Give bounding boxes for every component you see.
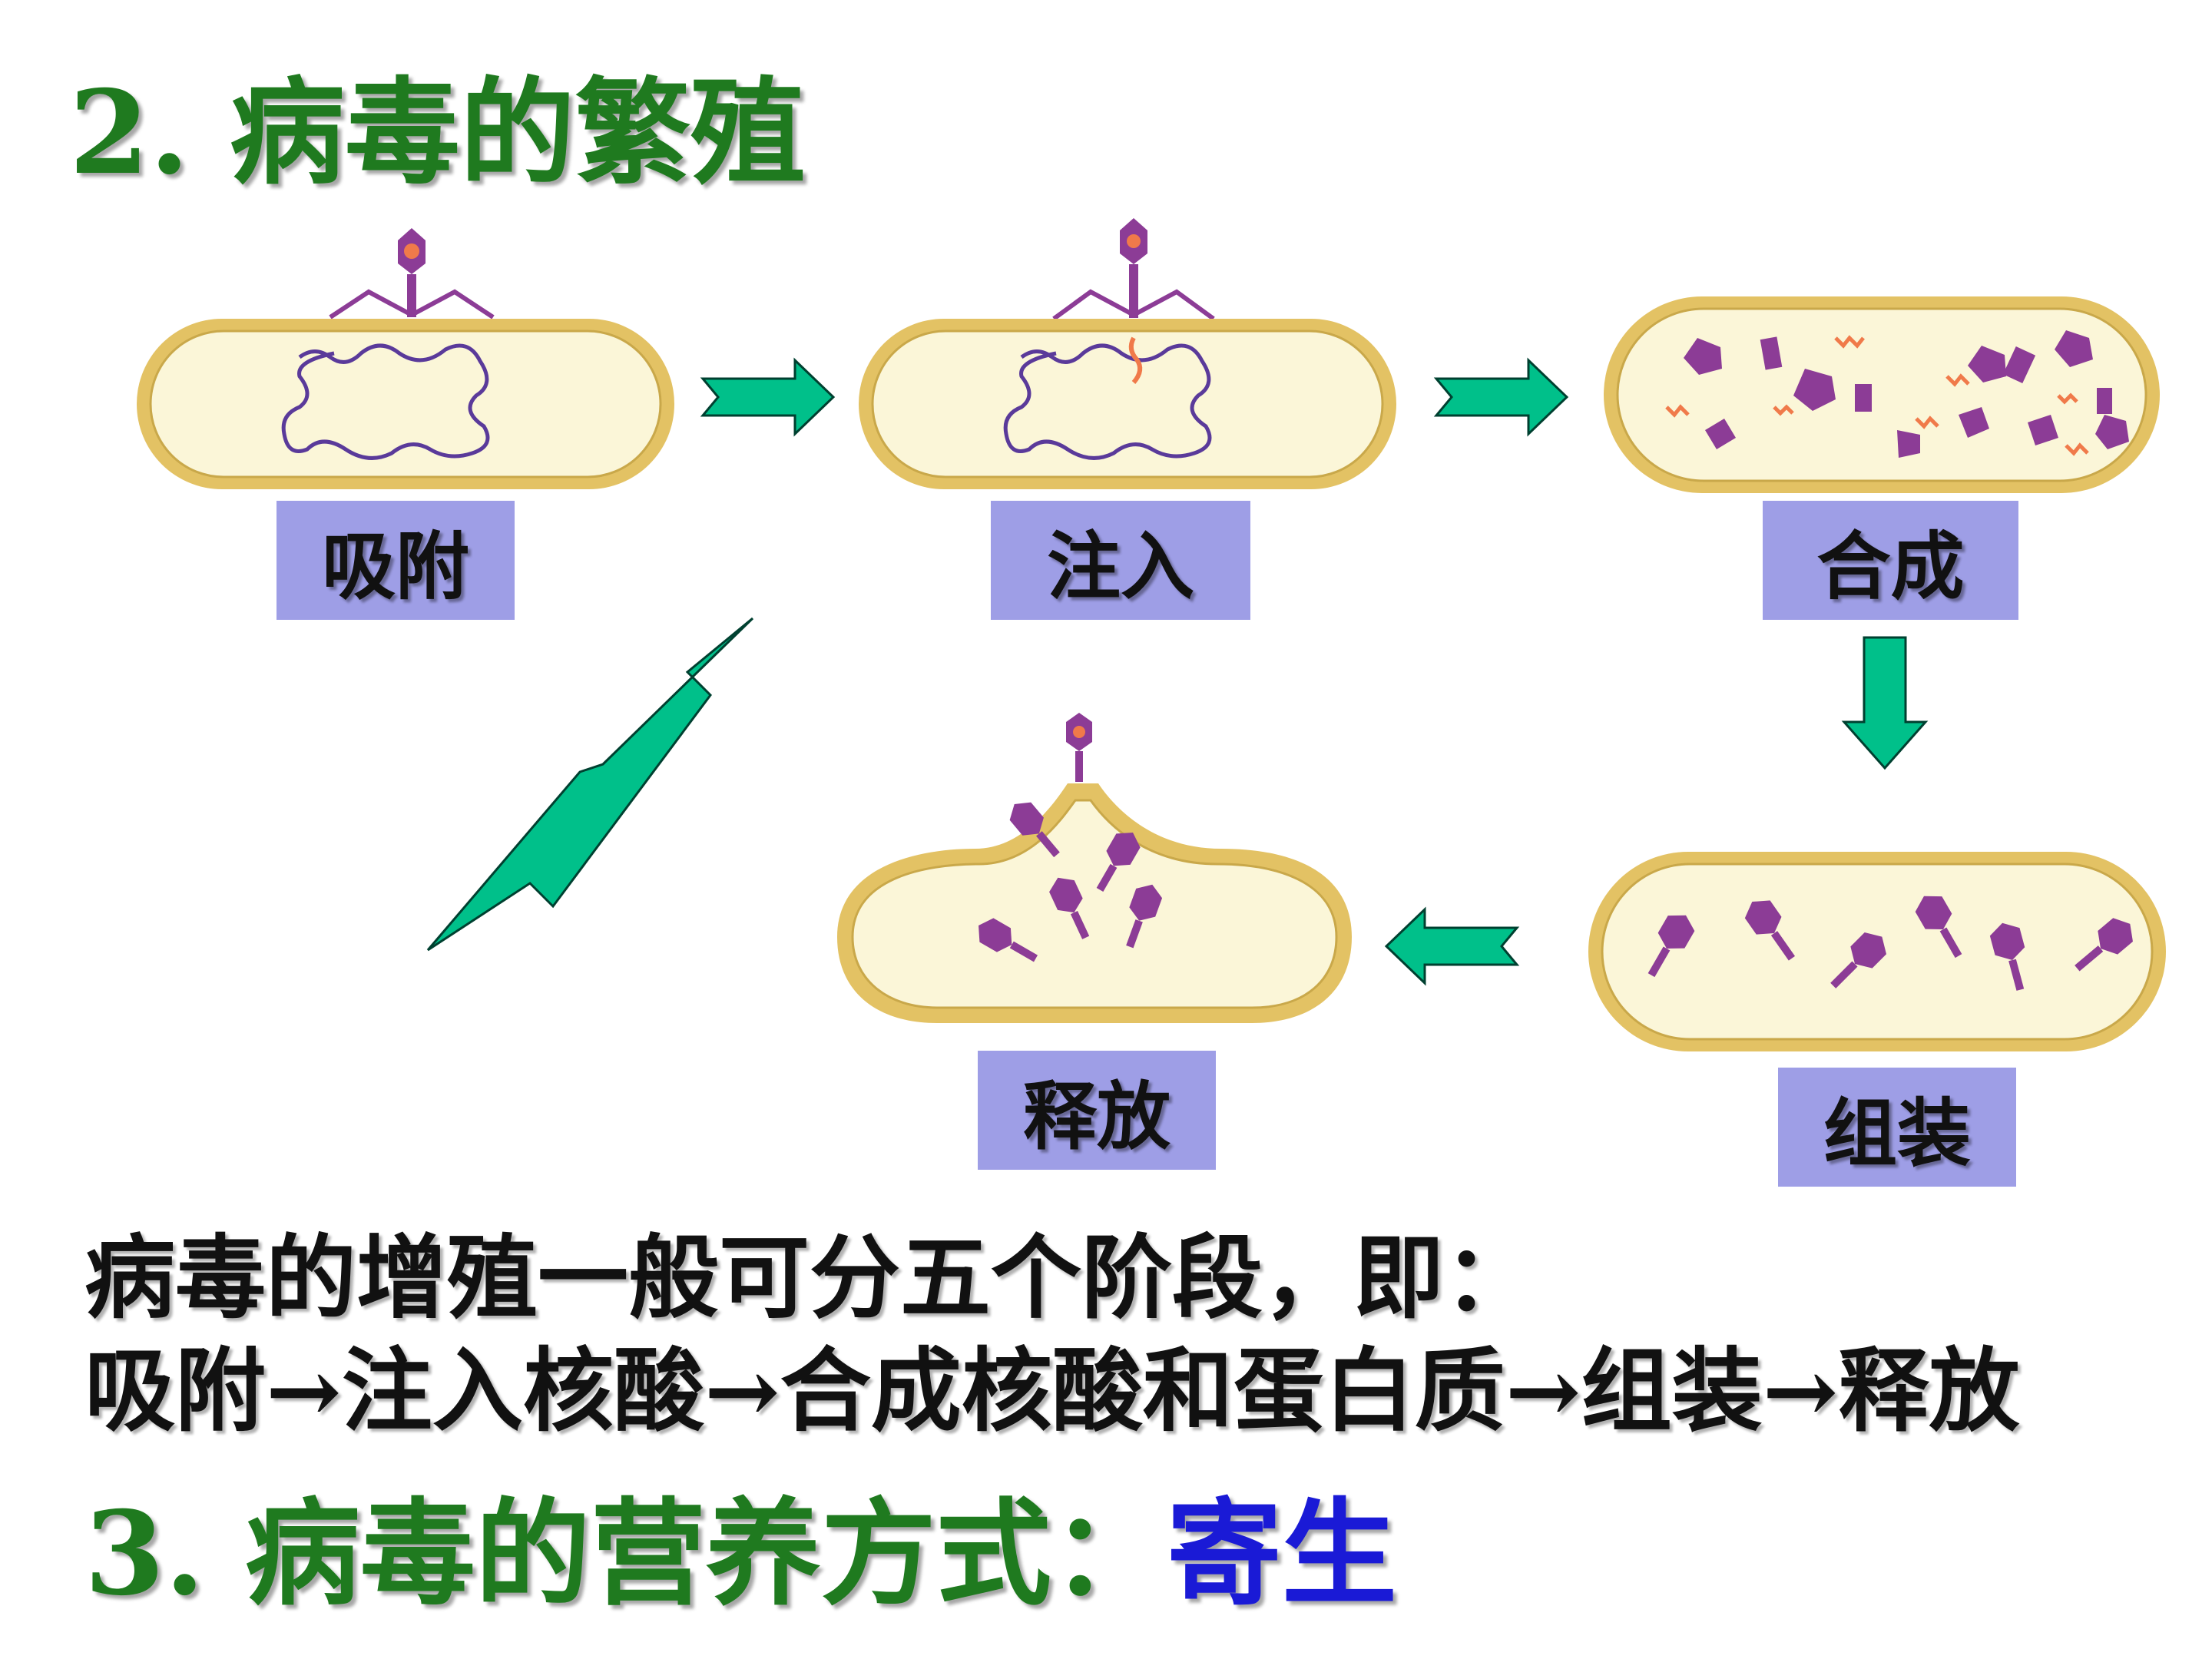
progeny-phages: [979, 802, 1163, 962]
released-phage: [1066, 713, 1092, 782]
summary-line-1: 病毒的增殖一般可分五个阶段，即：: [84, 1224, 1535, 1331]
bacterial-dna: [1003, 343, 1212, 460]
arrow-adsorption-to-injection: [700, 357, 836, 437]
arrow-assembly-to-release: [1384, 906, 1520, 986]
viral-capsid-parts: [1684, 330, 2129, 458]
adsorption-cell-diagram: [137, 228, 674, 489]
release-cell-diagram: [837, 713, 1352, 1023]
assembled-phages: [1647, 896, 2133, 991]
nutrition-label: 3. 病毒的营养方式：: [84, 1486, 1167, 1621]
stage-label-injection: 注入: [991, 501, 1250, 620]
nutrition-value: 寄生: [1166, 1486, 1397, 1621]
assembly-cell-diagram: [1588, 852, 2166, 1051]
injection-cell-diagram: [859, 218, 1396, 489]
section-heading: 2. 病毒的繁殖: [69, 65, 806, 200]
stage-label-release: 释放: [978, 1051, 1216, 1170]
stage-label-adsorption: 吸附: [276, 501, 515, 620]
phage-attached: [329, 228, 495, 320]
synthesis-cell-diagram: [1604, 296, 2160, 493]
arrow-release-to-adsorption: [426, 617, 754, 952]
viral-nucleic-acid: [1665, 335, 2089, 456]
stage-label-synthesis: 合成: [1763, 501, 2018, 620]
nutrition-heading: 3. 病毒的营养方式：寄生: [84, 1496, 1397, 1611]
arrow-synthesis-to-assembly: [1841, 636, 1929, 770]
stage-label-assembly: 组装: [1778, 1068, 2016, 1187]
summary-line-2: 吸附→注入核酸→合成核酸和蛋白质→组装→释放: [84, 1337, 2020, 1444]
arrow-injection-to-synthesis: [1433, 357, 1569, 437]
bacterial-dna: [281, 343, 490, 460]
